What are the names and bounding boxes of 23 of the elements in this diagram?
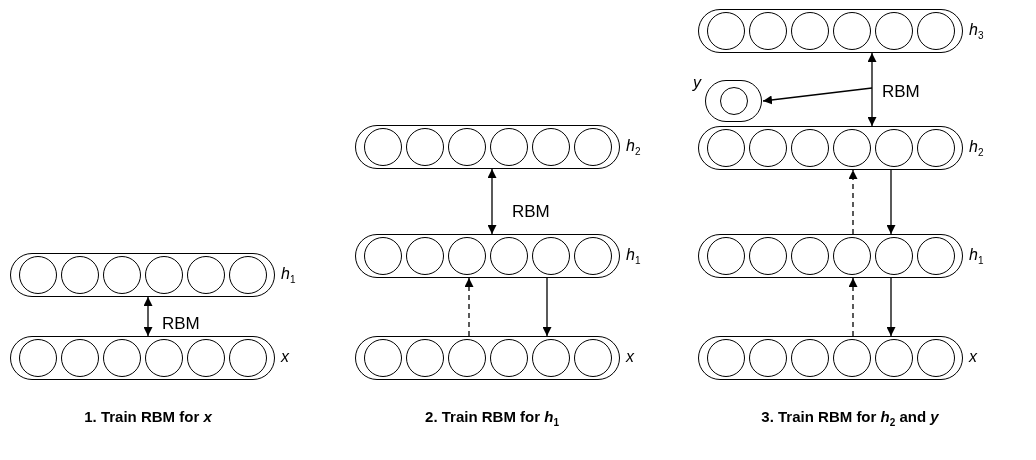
arrow bbox=[487, 168, 497, 235]
arrow bbox=[143, 296, 153, 337]
caption: 3. Train RBM for h$_{2}$ and y bbox=[761, 408, 939, 428]
layer-label: h$_{2}$ bbox=[626, 137, 641, 158]
dashed-arrow bbox=[464, 277, 474, 337]
layer-label: h$_{3}$ bbox=[969, 21, 984, 42]
arrow bbox=[867, 52, 877, 127]
layer-label: y bbox=[693, 74, 701, 92]
layer-label: h$_{1}$ bbox=[281, 265, 296, 286]
layer-label: h$_{1}$ bbox=[626, 246, 641, 267]
layer-label: x bbox=[969, 348, 977, 366]
layer-label: h$_{1}$ bbox=[969, 246, 984, 267]
caption: 1. Train RBM for x bbox=[84, 408, 212, 425]
caption: 2. Train RBM for h$_{1}$ bbox=[425, 408, 559, 428]
layer-label: x bbox=[626, 348, 634, 366]
arrow bbox=[886, 277, 896, 337]
dashed-arrow bbox=[848, 169, 858, 235]
arrow bbox=[762, 87, 873, 105]
layer-label: h$_{2}$ bbox=[969, 138, 984, 159]
layer-label: x bbox=[281, 348, 289, 366]
dashed-arrow bbox=[848, 277, 858, 337]
arrow bbox=[542, 277, 552, 337]
arrow bbox=[886, 169, 896, 235]
